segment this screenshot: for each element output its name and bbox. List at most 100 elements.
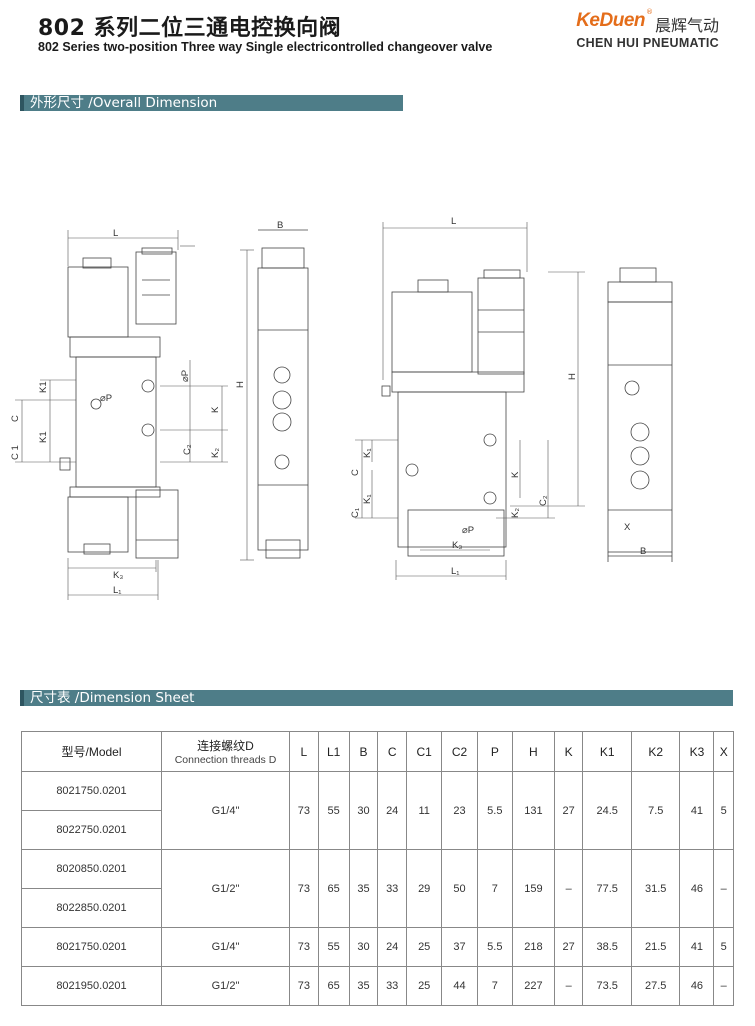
thread-cell: G1/4" <box>161 771 290 850</box>
cell-C1: 25 <box>406 966 443 1006</box>
cell-C1: 25 <box>406 927 443 967</box>
cell-K2: 21.5 <box>630 927 681 967</box>
header-K1: K1 <box>582 731 632 772</box>
page-title-en: 802 Series two-position Three way Single… <box>38 40 493 54</box>
cell-H: 227 <box>511 966 555 1006</box>
label-H: H <box>235 381 246 388</box>
label-K: K <box>210 406 221 413</box>
table-row: 8022750.0201 <box>21 810 734 850</box>
cell-K1: 77.5 <box>582 849 632 928</box>
label-L-2: L <box>451 216 456 227</box>
cell-L: 73 <box>289 849 319 928</box>
cell-C1: 29 <box>406 849 443 928</box>
cell-B: 35 <box>348 849 379 928</box>
cell-K: – <box>553 966 584 1006</box>
label-L1-2: L₁ <box>451 566 460 577</box>
header-model: 型号/Model <box>21 731 162 772</box>
cell-K2: 27.5 <box>630 966 681 1006</box>
model-cell: 8022850.0201 <box>21 888 162 928</box>
cell-L1: 55 <box>317 771 350 850</box>
thread-cell: G1/2" <box>161 849 290 928</box>
cell-B: 35 <box>348 966 379 1006</box>
header-L1: L1 <box>317 731 350 772</box>
cell-K3: 41 <box>679 927 715 967</box>
cell-C: 33 <box>377 849 408 928</box>
cell-K2: 31.5 <box>630 849 681 928</box>
label-P-2: ⌀P <box>462 525 474 536</box>
side-view-1 <box>257 229 309 559</box>
page-title-cn: 802 系列二位三通电控换向阀 <box>38 16 342 41</box>
thread-cell: G1/4" <box>161 927 290 967</box>
table-row: 8021750.0201 G1/4" 73 55 30 24 25 37 5.5… <box>21 927 734 967</box>
cell-C2: 44 <box>441 966 478 1006</box>
cell-B: 30 <box>348 771 379 850</box>
cell-L: 73 <box>289 927 319 967</box>
model-cell: 8021750.0201 <box>21 927 162 967</box>
cell-L: 73 <box>289 966 319 1006</box>
brand-name-cn: 晨辉气动 <box>654 16 719 35</box>
header-X: X <box>713 731 734 772</box>
header-thread-cn: 连接螺纹D <box>197 739 254 753</box>
cell-H: 159 <box>511 849 555 928</box>
cell-H: 131 <box>511 771 555 850</box>
cell-H: 218 <box>511 927 555 967</box>
label-C2-2: C₂ <box>538 495 549 506</box>
cell-P: 7 <box>476 849 513 928</box>
cell-K1: 38.5 <box>582 927 632 967</box>
thread-cell: G1/2" <box>161 966 290 1006</box>
cell-K1: 24.5 <box>582 771 632 850</box>
header-thread-en: Connection threads D <box>174 754 277 766</box>
header-C2: C2 <box>441 731 478 772</box>
cell-P: 5.5 <box>476 771 513 850</box>
label-C: C <box>10 415 21 422</box>
label-B-2: B <box>640 546 646 557</box>
label-X: X <box>624 522 631 533</box>
header-B: B <box>348 731 379 772</box>
label-K2: K₂ <box>210 448 221 458</box>
label-P: ⌀P <box>100 393 112 404</box>
brand-name-en: CHEN HUI PNEUMATIC <box>576 36 719 50</box>
cell-X: – <box>713 966 734 1006</box>
cell-L1: 65 <box>317 849 350 928</box>
header-H: H <box>511 731 555 772</box>
header-P: P <box>476 731 513 772</box>
header-K: K <box>553 731 584 772</box>
model-cell: 8022750.0201 <box>21 810 162 850</box>
label-C2: C₂ <box>182 444 193 455</box>
cell-B: 30 <box>348 927 379 967</box>
cell-L1: 65 <box>317 966 350 1006</box>
label-C1: C 1 <box>10 445 21 460</box>
header-C: C <box>377 731 408 772</box>
front-view-single <box>381 269 525 557</box>
label-K2-2: K₂ <box>510 508 521 518</box>
table-row: 8020850.0201 G1/2" 73 65 35 33 29 50 7 1… <box>21 849 734 928</box>
label-K-a-2: K₁ <box>362 448 373 458</box>
cell-X: 5 <box>713 927 734 967</box>
front-view-double <box>59 247 179 559</box>
cell-C2: 37 <box>441 927 478 967</box>
cell-C1: 11 <box>406 771 443 850</box>
brand-logo: KeDuen <box>576 10 645 31</box>
cell-L: 73 <box>289 771 319 850</box>
section-dimension-sheet: 尺寸表 /Dimension Sheet <box>20 690 733 706</box>
cell-P: 7 <box>476 966 513 1006</box>
dimension-drawing: L K₃ L₁ ⌀P B L L₁ K₃ ⌀P B X K1 K1 C C 1 … <box>10 216 673 600</box>
cell-L1: 55 <box>317 927 350 967</box>
cell-K: 27 <box>553 771 584 850</box>
label-L: L <box>113 228 118 239</box>
section-overall-dimension: 外形尺寸 /Overall Dimension <box>20 95 403 111</box>
label-K1-a: K1 <box>38 381 49 393</box>
cell-X: 5 <box>713 771 734 850</box>
table-row: 8021950.0201 G1/2" 73 65 35 33 25 44 7 2… <box>21 966 734 1006</box>
label-K3-2: K₃ <box>452 540 462 551</box>
table-row: 8021750.0201 G1/4" 73 55 30 24 11 23 5.5… <box>21 771 734 850</box>
label-K1-b: K1 <box>38 431 49 443</box>
label-B: B <box>277 220 283 231</box>
label-K3: K₃ <box>113 570 123 581</box>
header-C1: C1 <box>406 731 443 772</box>
cell-X: – <box>713 849 734 928</box>
cell-C2: 23 <box>441 771 478 850</box>
